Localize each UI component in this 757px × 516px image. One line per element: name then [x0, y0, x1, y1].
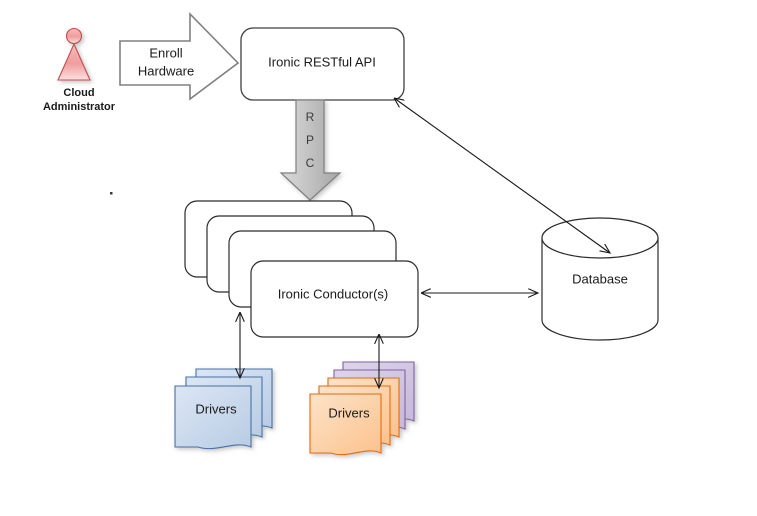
- ironic-restful-api-box[interactable]: [240, 27, 405, 101]
- database-cylinder[interactable]: [541, 217, 659, 341]
- stray-dot-mark: [110, 192, 113, 195]
- cloud-administrator-icon: [57, 27, 91, 81]
- enroll-hardware-block-arrow: [119, 12, 240, 101]
- drivers-orange-doc-front: [309, 393, 382, 456]
- rpc-letter-c: C: [305, 156, 315, 170]
- conductor-stack-card-front: [250, 260, 419, 338]
- rpc-letter-r: R: [305, 110, 315, 124]
- drivers-orange-stack[interactable]: [309, 361, 415, 456]
- drivers-blue-stack[interactable]: [174, 368, 273, 450]
- rpc-block-arrow: [279, 99, 342, 201]
- connector-api-to-database: [394, 98, 610, 253]
- ironic-conductor-stack[interactable]: [184, 200, 419, 338]
- drivers-blue-doc-front: [174, 385, 252, 450]
- rpc-letter-p: P: [305, 133, 315, 147]
